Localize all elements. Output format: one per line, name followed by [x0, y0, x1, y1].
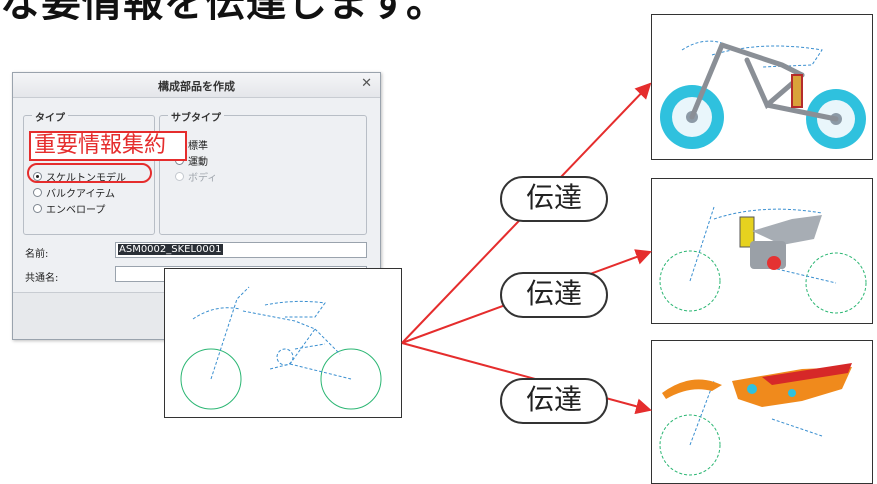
radio-icon[interactable] [33, 188, 42, 197]
skeleton-bike-sketch [180, 286, 382, 410]
type-option-label: エンベロープ [46, 205, 106, 216]
type-option-label: スケルトンモデル [46, 173, 126, 184]
seat-render [762, 363, 852, 385]
common-name-label: 共通名: [25, 273, 59, 284]
subtype-option-label: ボディ [188, 173, 218, 184]
transfer-label-3: 伝達 [500, 378, 608, 424]
subtype-group: サブタイプ [159, 109, 367, 235]
frame-render [752, 215, 822, 245]
frame-sketch [192, 286, 352, 380]
result-panel-wheels [651, 14, 873, 160]
headline: な要情報を伝達します。 [0, 0, 640, 20]
key-info-callout: 重要情報集約 [29, 131, 187, 161]
radiator-render [739, 216, 755, 248]
front-wheel-sketch [180, 348, 242, 410]
dialog-title: 構成部品を作成 [158, 80, 235, 93]
name-field-value: ASM0002_SKEL0001 [118, 244, 223, 255]
bike-with-wheels-render [660, 40, 866, 149]
type-group-label: タイプ [32, 109, 68, 124]
shock-render [791, 74, 803, 108]
type-option-envelope[interactable]: エンベロープ [33, 201, 105, 216]
subtype-option-body: ボディ [175, 169, 217, 184]
radio-icon[interactable] [33, 204, 42, 213]
type-option-bulk[interactable]: バルクアイテム [33, 185, 115, 200]
bike-with-engine-render [659, 206, 867, 314]
skeleton-sketch-panel [164, 268, 402, 418]
subtype-group-label: サブタイプ [168, 109, 224, 124]
arrow-to-body [401, 342, 652, 415]
close-icon[interactable]: ✕ [361, 76, 372, 91]
dialog-titlebar: 構成部品を作成 ✕ [13, 73, 380, 98]
result-panel-body [651, 340, 873, 484]
name-field[interactable]: ASM0002_SKEL0001 [115, 242, 367, 258]
front-fender-render [662, 379, 722, 399]
rear-wheel-sketch [320, 348, 382, 410]
engine-part-render [767, 256, 781, 270]
frame-render [689, 42, 839, 122]
type-option-label: バルクアイテム [46, 189, 115, 200]
radio-disabled-icon [175, 172, 184, 181]
name-label: 名前: [25, 249, 49, 260]
subtype-option-label: 標準 [188, 141, 208, 152]
transfer-label-2: 伝達 [500, 272, 608, 318]
subtype-option-label: 運動 [188, 157, 208, 168]
transfer-label-1: 伝達 [500, 176, 608, 222]
bike-with-body-render [659, 363, 852, 476]
skeleton-highlight-outline [27, 163, 152, 183]
type-group: タイプ [23, 109, 155, 235]
